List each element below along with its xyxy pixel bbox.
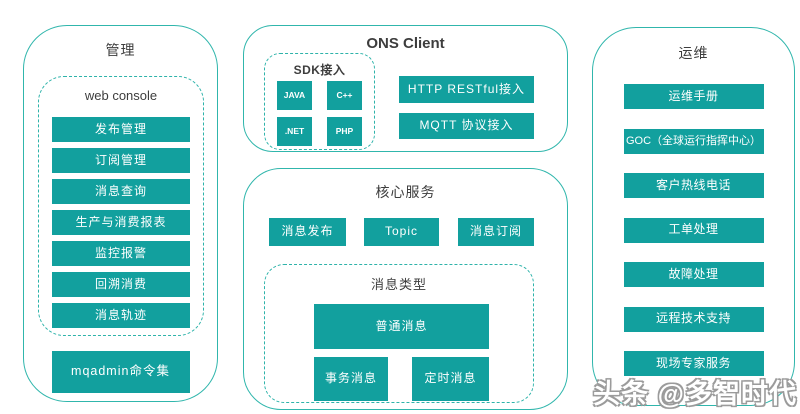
web-console-item-publish-management: 发布管理 [52, 117, 190, 142]
mqtt-protocol-access-node: MQTT 协议接入 [399, 113, 534, 139]
sdk-language-grid: JAVA C++ .NET PHP [265, 81, 374, 146]
ons-client-panel-title: ONS Client [366, 35, 445, 52]
message-publish-node: 消息发布 [269, 218, 346, 246]
timed-message-node: 定时消息 [412, 357, 489, 401]
watermark-text: 头条 @多智时代 [593, 379, 797, 409]
operations-item-remote-tech-support: 远程技术支持 [623, 306, 764, 332]
management-panel: 管理 web console 发布管理 订阅管理 消息查询 生产与消费报表 监控… [23, 25, 218, 402]
ons-client-panel: ONS Client SDK接入 JAVA C++ .NET PHP HTTP … [243, 25, 568, 152]
operations-item-fault-handling: 故障处理 [623, 262, 764, 287]
message-types-group: 消息类型 普通消息 事务消息 定时消息 [264, 264, 534, 403]
mqadmin-command-set-node: mqadmin命令集 [51, 351, 190, 393]
operations-panel-title: 运维 [678, 45, 709, 61]
transaction-message-node: 事务消息 [314, 357, 388, 401]
sdk-item-java: JAVA [277, 81, 312, 110]
operations-item-ticket-handling: 工单处理 [623, 217, 764, 243]
topic-node: Topic [364, 218, 439, 246]
operations-item-onsite-expert-service: 现场专家服务 [623, 351, 764, 376]
web-console-item-message-trace: 消息轨迹 [52, 303, 190, 328]
sdk-item-cpp: C++ [327, 81, 362, 110]
web-console-group: web console 发布管理 订阅管理 消息查询 生产与消费报表 监控报警 … [38, 76, 204, 336]
core-services-panel-title: 核心服务 [375, 184, 436, 200]
operations-panel: 运维 运维手册 GOC（全球运行指挥中心） 客户热线电话 工单处理 故障处理 远… [592, 27, 795, 406]
http-restful-access-node: HTTP RESTful接入 [399, 76, 534, 103]
normal-message-node: 普通消息 [314, 304, 489, 349]
sdk-access-group: SDK接入 JAVA C++ .NET PHP [264, 53, 375, 150]
web-console-item-production-consumption-report: 生产与消费报表 [52, 210, 190, 235]
operations-item-goc-center: GOC（全球运行指挥中心） [623, 128, 764, 154]
operations-item-ops-manual: 运维手册 [623, 84, 764, 109]
sdk-access-title: SDK接入 [293, 63, 346, 77]
sdk-item-dotnet: .NET [277, 117, 312, 146]
web-console-item-message-query: 消息查询 [52, 179, 190, 204]
operations-item-customer-hotline: 客户热线电话 [623, 173, 764, 198]
web-console-item-list: 发布管理 订阅管理 消息查询 生产与消费报表 监控报警 回溯消费 消息轨迹 [39, 117, 203, 328]
message-types-title: 消息类型 [370, 277, 427, 292]
management-panel-title: 管理 [105, 42, 136, 58]
message-subscribe-node: 消息订阅 [458, 218, 534, 246]
operations-item-list: 运维手册 GOC（全球运行指挥中心） 客户热线电话 工单处理 故障处理 远程技术… [593, 84, 794, 376]
web-console-title: web console [84, 88, 158, 103]
web-console-item-subscription-management: 订阅管理 [52, 148, 190, 173]
sdk-item-php: PHP [327, 117, 362, 146]
core-services-panel: 核心服务 消息发布 Topic 消息订阅 消息类型 普通消息 事务消息 定时消息 [243, 168, 568, 410]
web-console-item-monitoring-alarm: 监控报警 [52, 241, 190, 266]
web-console-item-replay-consumption: 回溯消费 [52, 272, 190, 297]
